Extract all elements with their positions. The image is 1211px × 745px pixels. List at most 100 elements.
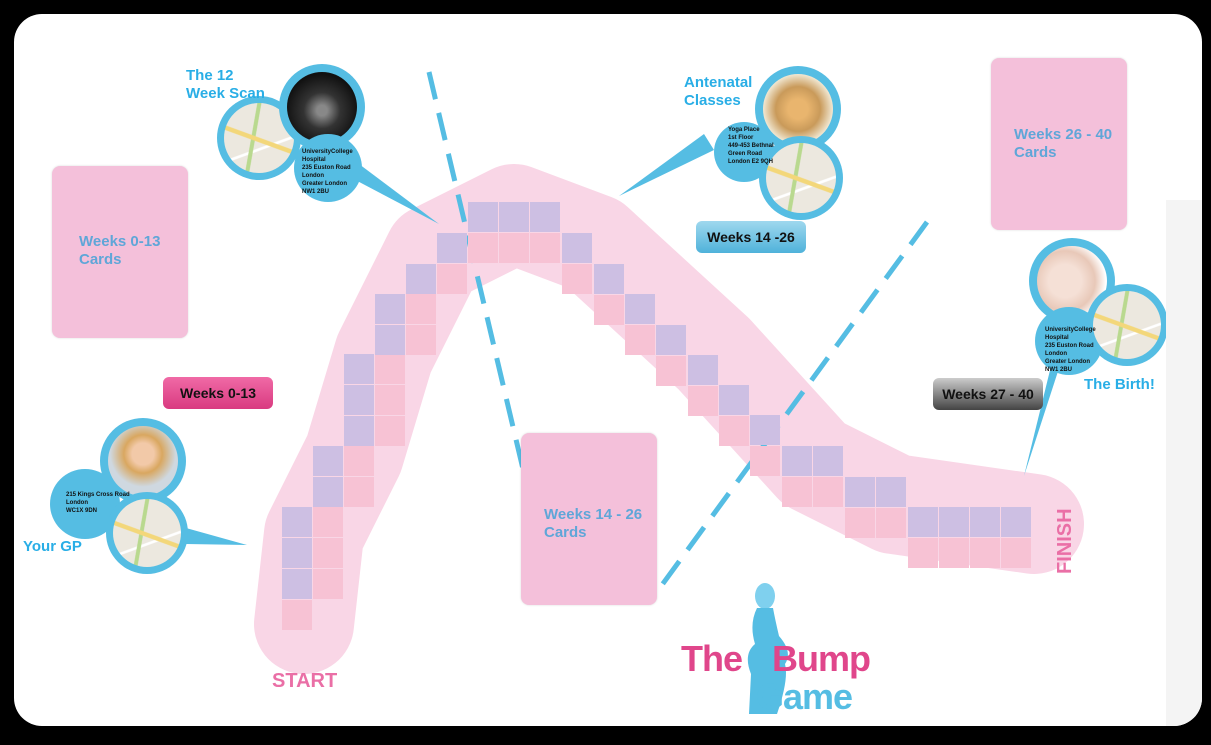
logo-text-game: Game — [756, 676, 853, 717]
board-path — [186, 71, 1084, 674]
start-label: START — [272, 670, 338, 692]
map-icon — [113, 499, 181, 567]
board-square[interactable] — [1001, 507, 1031, 537]
board-square[interactable] — [562, 264, 592, 294]
finish-label: FINISH — [1054, 508, 1076, 574]
location-title: The Birth! — [1084, 376, 1155, 393]
board-square[interactable] — [375, 325, 405, 355]
card-deck-weeks-0-13[interactable]: Weeks 0-13 Cards — [52, 166, 188, 338]
board-square[interactable] — [908, 507, 938, 537]
board-square[interactable] — [562, 233, 592, 263]
divider-line-2 — [656, 220, 930, 591]
board-square[interactable] — [845, 477, 875, 507]
board-square[interactable] — [656, 356, 686, 386]
board-square[interactable] — [750, 415, 780, 445]
card-label: Weeks 26 - 40 Cards — [1014, 126, 1113, 161]
board-square[interactable] — [782, 477, 812, 507]
pregnant-silhouette-icon — [747, 583, 788, 714]
pointer-scan — [344, 164, 439, 224]
card-label: Weeks 0-13 Cards — [79, 233, 161, 268]
board-square[interactable] — [344, 416, 374, 446]
board-square[interactable] — [750, 446, 780, 476]
board-square[interactable] — [344, 477, 374, 507]
location-title: Your GP — [23, 538, 82, 555]
board-square[interactable] — [813, 477, 843, 507]
card-deck-weeks-14-26[interactable]: Weeks 14 - 26 Cards — [521, 433, 657, 605]
stage-badge-weeks-14-26: Weeks 14 -26 — [696, 221, 806, 253]
side-panel — [1166, 200, 1202, 726]
board-square[interactable] — [688, 386, 718, 416]
board-square[interactable] — [313, 569, 343, 599]
board-square[interactable] — [406, 325, 436, 355]
board-square[interactable] — [688, 355, 718, 385]
board-square[interactable] — [530, 233, 560, 263]
board-square[interactable] — [719, 385, 749, 415]
board-square[interactable] — [313, 538, 343, 568]
board-square[interactable] — [970, 538, 1000, 568]
stage-badge-weeks-27-40: Weeks 27 - 40 — [933, 378, 1043, 410]
board-square[interactable] — [344, 385, 374, 415]
board-square[interactable] — [282, 507, 312, 537]
location-title: The 12 Week Scan — [186, 67, 265, 102]
stage-badge-weeks-0-13: Weeks 0-13 — [163, 377, 273, 409]
board-square[interactable] — [406, 294, 436, 324]
ultrasound-photo — [287, 72, 357, 142]
map-icon — [766, 143, 836, 213]
board-square[interactable] — [908, 538, 938, 568]
pointer-birth — [1024, 354, 1062, 476]
board-square[interactable] — [282, 538, 312, 568]
card-deck-weeks-26-40[interactable]: Weeks 26 - 40 Cards — [991, 58, 1127, 230]
board-square[interactable] — [1001, 538, 1031, 568]
map-icon — [1093, 291, 1161, 359]
board-square[interactable] — [719, 416, 749, 446]
board-square[interactable] — [313, 477, 343, 507]
gp-photo — [108, 426, 178, 496]
board-square[interactable] — [656, 325, 686, 355]
game-board: Weeks 0-13 Cards Weeks 14 - 26 Cards Wee… — [14, 14, 1202, 726]
board-square[interactable] — [499, 233, 529, 263]
board-square[interactable] — [939, 538, 969, 568]
pointer-gp — [186, 528, 247, 545]
path-inner-gap — [479, 306, 574, 444]
board-square[interactable] — [499, 202, 529, 232]
location-title: Antenatal Classes — [684, 74, 753, 109]
board-square[interactable] — [282, 600, 312, 630]
board-square[interactable] — [876, 508, 906, 538]
card-label: Weeks 14 - 26 Cards — [544, 506, 643, 541]
board-square[interactable] — [782, 446, 812, 476]
board-square[interactable] — [625, 294, 655, 324]
board-square[interactable] — [406, 264, 436, 294]
board-square[interactable] — [313, 507, 343, 537]
board-square[interactable] — [594, 295, 624, 325]
board-square[interactable] — [876, 477, 906, 507]
logo-text-the: The — [681, 638, 743, 679]
pointer-antenatal — [619, 134, 714, 196]
board-square[interactable] — [313, 446, 343, 476]
logo-text-bump: Bump — [772, 638, 871, 679]
board-square[interactable] — [437, 233, 467, 263]
board-square[interactable] — [437, 264, 467, 294]
board-square[interactable] — [939, 507, 969, 537]
board-square[interactable] — [530, 202, 560, 232]
board-square[interactable] — [375, 385, 405, 415]
class-photo — [763, 74, 833, 144]
divider-line-1 — [426, 71, 539, 525]
board-square[interactable] — [344, 354, 374, 384]
board-square[interactable] — [468, 233, 498, 263]
address-bubble — [294, 134, 362, 202]
board-square[interactable] — [594, 264, 624, 294]
board-square[interactable] — [375, 294, 405, 324]
board-square[interactable] — [845, 508, 875, 538]
board-square[interactable] — [813, 446, 843, 476]
board-square[interactable] — [375, 416, 405, 446]
board-square[interactable] — [970, 507, 1000, 537]
board-square[interactable] — [344, 446, 374, 476]
board-square[interactable] — [468, 202, 498, 232]
board-square[interactable] — [375, 354, 405, 384]
board-square[interactable] — [282, 569, 312, 599]
board-square[interactable] — [625, 325, 655, 355]
